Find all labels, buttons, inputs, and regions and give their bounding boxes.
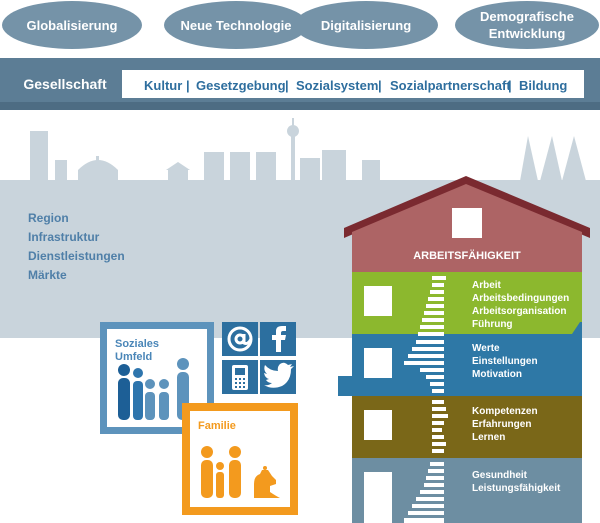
floor-4-line: Leistungsfähigkeit <box>472 483 561 494</box>
society-item-sozialsystem: Sozialsystem <box>296 78 378 93</box>
floor-4-line: Gesundheit <box>472 470 528 481</box>
society-item-kultur: Kultur <box>144 78 182 93</box>
house-roof-window <box>452 208 482 238</box>
floor-2-window <box>364 348 392 378</box>
floor-1-line: Arbeitsbedingungen <box>472 293 569 304</box>
twitter-icon <box>264 362 294 388</box>
region-list: Region Infrastruktur Dienstleistungen Mä… <box>28 211 125 282</box>
media-icons <box>222 322 296 394</box>
floor-2-line: Einstellungen <box>472 356 538 367</box>
floor-3-line: Kompetenzen <box>472 406 538 417</box>
family-title: Familie <box>198 420 236 432</box>
social-environment-box: Soziales Umfeld <box>100 322 214 434</box>
society-separator: | <box>285 78 289 93</box>
floor-3-window <box>364 410 392 440</box>
driver-ellipse-2 <box>164 1 308 49</box>
region-item: Infrastruktur <box>28 230 100 244</box>
driver-label-entwicklung: Entwicklung <box>489 26 566 41</box>
driver-ellipses: Globalisierung Neue Technologie Digitali… <box>2 1 599 49</box>
region-item: Dienstleistungen <box>28 249 125 263</box>
society-separator: | <box>508 78 512 93</box>
society-item-sozialpartnerschaft: Sozialpartnerschaft <box>390 78 511 93</box>
floor-3-line: Lernen <box>472 432 505 443</box>
family-people-icon <box>201 446 241 498</box>
facebook-icon <box>272 326 286 352</box>
society-bar: Gesellschaft Kultur | Gesetzgebung | Soz… <box>0 58 600 110</box>
driver-label-digitalisierung: Digitalisierung <box>321 18 411 33</box>
floor-2-line: Motivation <box>472 369 522 380</box>
driver-ellipse-1 <box>2 1 142 49</box>
at-icon <box>227 326 253 352</box>
floor-4-door <box>364 472 392 523</box>
floor-1-window <box>364 286 392 316</box>
dog-icon <box>254 466 280 498</box>
society-item-gesetzgebung: Gesetzgebung <box>196 78 286 93</box>
floor-2-line: Werte <box>472 343 500 354</box>
social-title-line: Soziales <box>115 338 159 350</box>
driver-ellipse-4 <box>455 1 599 49</box>
floor-1-line: Arbeitsorganisation <box>472 306 566 317</box>
people-group-icon <box>118 358 189 420</box>
work-ability-house: ARBEITSFÄHIGKEIT <box>338 176 590 523</box>
house-staircase <box>404 276 448 523</box>
driver-label-globalisierung: Globalisierung <box>26 18 117 33</box>
family-box: Familie <box>182 403 298 515</box>
social-title-line: Umfeld <box>115 351 152 363</box>
driver-label-demografische: Demografische <box>480 9 574 24</box>
society-item-bildung: Bildung <box>519 78 567 93</box>
driver-ellipse-3 <box>294 1 438 49</box>
house-roof-label: ARBEITSFÄHIGKEIT <box>413 249 521 262</box>
floor-1-line: Führung <box>472 319 513 330</box>
floor-3-line: Erfahrungen <box>472 419 531 430</box>
region-item: Märkte <box>28 268 67 282</box>
floor-2-ledge <box>338 376 354 396</box>
society-label: Gesellschaft <box>23 76 107 92</box>
mobile-phone-icon <box>232 365 248 390</box>
region-item: Region <box>28 211 69 225</box>
society-separator: | <box>378 78 382 93</box>
society-separator: | <box>186 78 190 93</box>
driver-label-neue-technologie: Neue Technologie <box>181 18 292 33</box>
society-items-box <box>122 70 584 98</box>
floor-1-line: Arbeit <box>472 280 502 291</box>
